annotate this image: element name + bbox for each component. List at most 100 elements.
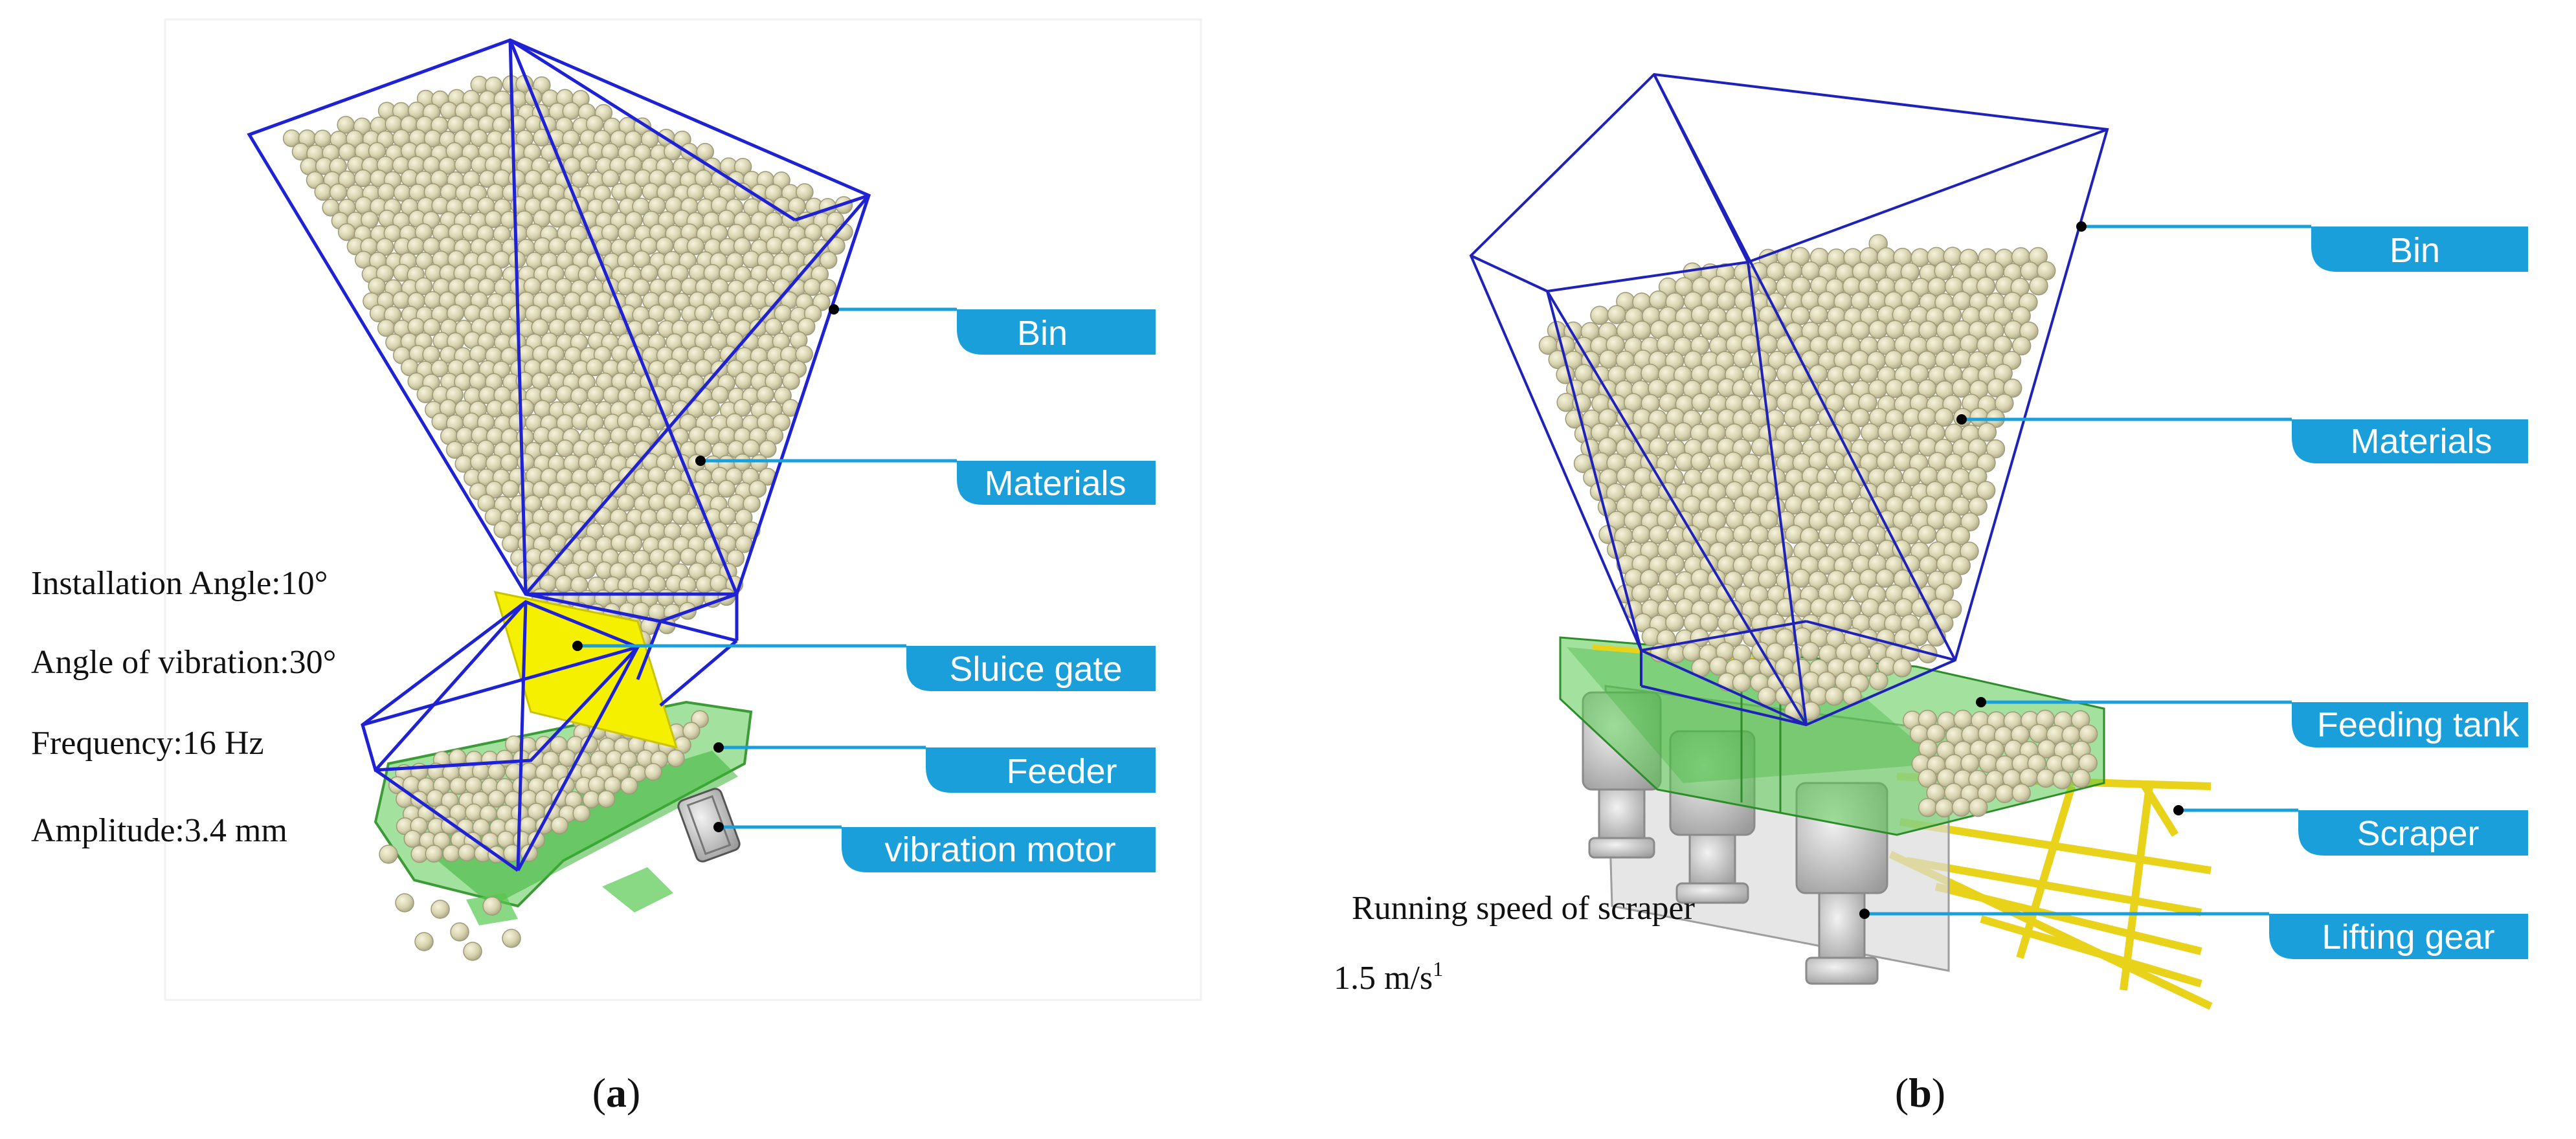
material-particle (1674, 422, 1693, 441)
material-particle (379, 845, 398, 864)
material-particle (735, 509, 753, 527)
material-particle (368, 277, 386, 295)
material-particle (603, 386, 621, 404)
material-particle (548, 210, 567, 228)
callout-bin-a: Bin (829, 304, 1156, 355)
material-particle (1691, 393, 1711, 412)
material-particle (1809, 305, 1828, 325)
callout-materials-b: Materials (1956, 414, 2528, 463)
material-particle (1934, 407, 1954, 427)
material-particle (1590, 305, 1609, 326)
label-feeding-tank-b: Feeding tank (2317, 705, 2520, 744)
material-particle (759, 440, 777, 458)
material-particle (601, 169, 620, 188)
material-particle (1986, 439, 2006, 459)
material-particle (597, 790, 616, 808)
material-particle (765, 372, 783, 391)
material-particle (656, 588, 675, 607)
material-particle (487, 762, 506, 780)
material-particle (827, 237, 846, 255)
material-particle (1818, 525, 1838, 545)
material-particle (644, 763, 662, 781)
material-particle (361, 210, 379, 229)
material-particle (1995, 784, 2015, 803)
material-particle (655, 236, 674, 255)
material-particle (733, 399, 752, 417)
material-particle (1808, 570, 1828, 590)
material-particle (1884, 349, 1904, 370)
material-particle (1951, 556, 1971, 575)
material-particle (2052, 770, 2072, 790)
bin-frame-b (1469, 72, 2109, 727)
material-particle (1708, 656, 1729, 676)
material-particle (1918, 709, 1938, 729)
material-particle (1632, 320, 1652, 340)
material-particle (1951, 526, 1971, 546)
material-particle (1732, 524, 1752, 544)
material-particle (577, 373, 596, 392)
material-particle (702, 399, 720, 417)
material-particle (329, 183, 348, 201)
material-particle (694, 304, 712, 322)
bin-frame-a (247, 38, 871, 872)
label-sluice-gate-a: Sluice gate (949, 650, 1122, 689)
material-particle (1850, 642, 1870, 662)
material-particle (1926, 724, 1946, 744)
material-particle (450, 922, 469, 942)
label-materials-a: Materials (984, 464, 1126, 503)
param-frequency: Frequency:16 Hz (31, 725, 264, 762)
caption-a-letter: a (606, 1070, 627, 1116)
material-particle (407, 237, 425, 255)
material-particle (1690, 452, 1710, 471)
material-particle (1793, 598, 1813, 617)
material-particle (1598, 349, 1618, 369)
material-particle (1649, 290, 1668, 310)
material-particle (1791, 305, 1810, 326)
vibration-motor-a (677, 788, 741, 863)
material-particle (2002, 379, 2022, 398)
material-particle (458, 843, 476, 862)
material-particle (819, 251, 838, 269)
material-particle (748, 480, 767, 498)
scraper-speed-label: Running speed of scraper (1352, 890, 1695, 927)
label-lifting-gear-b: Lifting gear (2322, 918, 2494, 957)
material-particle (1869, 671, 1888, 691)
callout-vibration-motor-a: vibration motor (713, 822, 1156, 872)
material-particle (463, 942, 482, 961)
material-particle (470, 453, 488, 471)
material-particle (1868, 320, 1888, 339)
material-particle (756, 386, 774, 404)
material-particle (395, 893, 414, 912)
material-particle (586, 414, 604, 432)
sluice-gate-a (493, 591, 678, 749)
material-particle (2036, 261, 2056, 281)
material-particle (572, 804, 590, 823)
material-particle (426, 789, 445, 808)
material-particle (484, 210, 503, 228)
material-particle (502, 929, 521, 948)
material-particle (1977, 453, 1996, 472)
callout-sluice-gate-a: Sluice gate (572, 641, 1156, 691)
label-vibration-motor-a: vibration motor (884, 830, 1115, 869)
material-particle (449, 777, 467, 795)
material-particle (782, 372, 800, 390)
material-particle (2071, 769, 2091, 788)
material-particle (392, 291, 410, 309)
material-particle (1960, 542, 1979, 561)
material-particle (686, 237, 705, 256)
material-particle (1842, 364, 1862, 384)
material-particle (1978, 753, 1998, 773)
material-particle (796, 183, 814, 201)
material-particle (765, 236, 784, 255)
material-particle (585, 358, 604, 377)
material-particle (1977, 423, 1997, 442)
label-materials-b: Materials (2350, 422, 2492, 461)
material-particle (558, 749, 576, 768)
material-particle (501, 480, 519, 498)
callout-lifting-gear-b: Lifting gear (1859, 909, 2528, 959)
label-feeder-a: Feeder (1006, 752, 1117, 791)
material-particle (1942, 599, 1962, 619)
material-particle (1968, 496, 1988, 516)
label-scraper-b: Scraper (2357, 814, 2479, 853)
